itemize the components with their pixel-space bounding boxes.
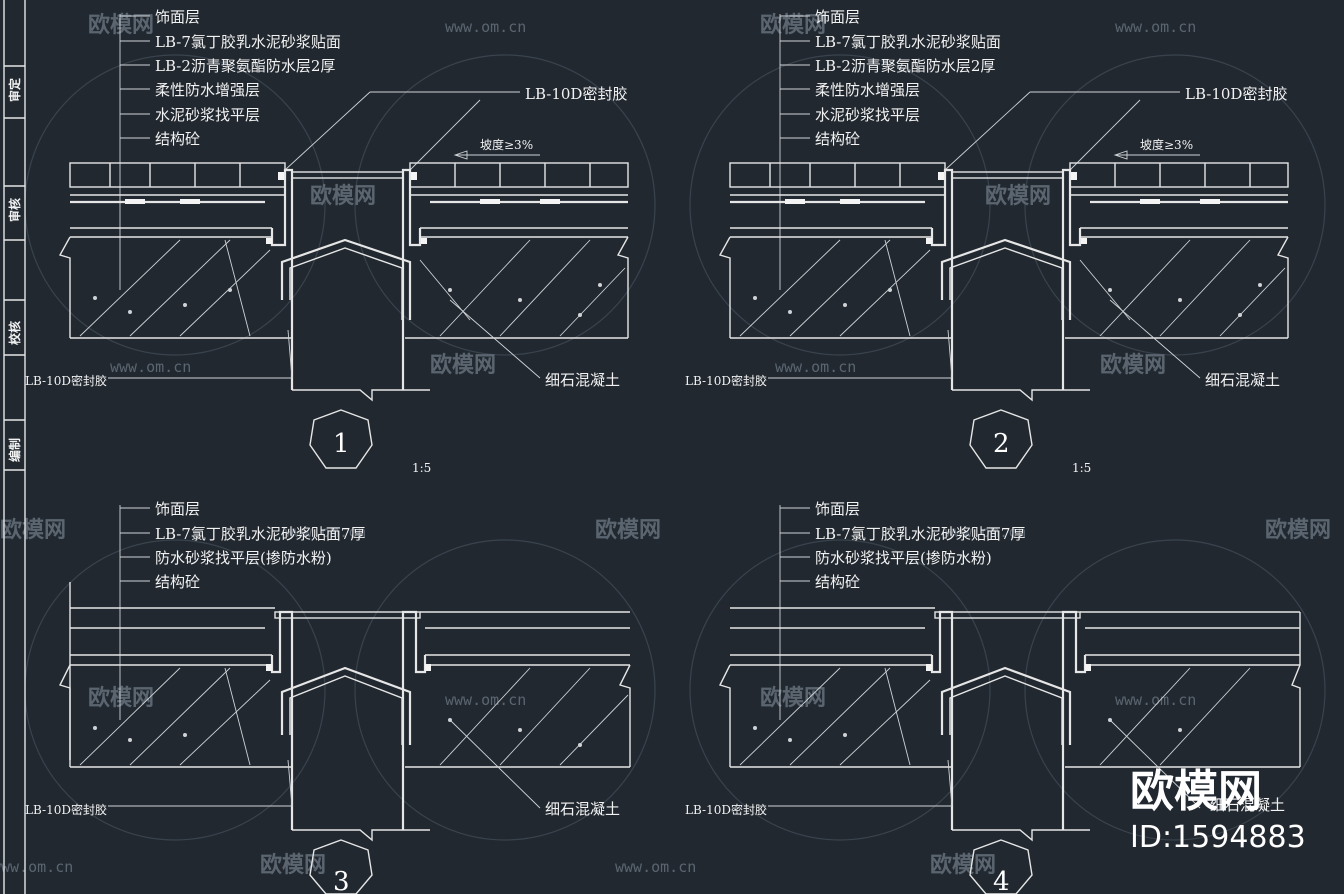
brand-name: 欧模网 <box>1130 766 1262 817</box>
watermark-brand: 欧模网 <box>0 517 66 543</box>
layer-label: 水泥砂浆找平层 <box>815 106 920 124</box>
detail-number: 2 <box>993 429 1010 459</box>
watermark-circles <box>24 54 1326 841</box>
watermark-url: www.om.cn <box>775 358 856 376</box>
concrete-label: 细石混凝土 <box>545 800 620 818</box>
stamp-review: 审核 <box>7 198 22 222</box>
watermark-url: www.om.cn <box>945 523 1026 541</box>
watermark-brand: 欧模网 <box>985 183 1051 209</box>
detail-1: 饰面层 LB-7氯丁胶乳水泥砂浆贴面 LB-2沥青聚氨酯防水层2厚 柔性防水增强… <box>25 8 629 475</box>
detail-3: 饰面层 LB-7氯丁胶乳水泥砂浆贴面7厚 防水砂浆找平层(掺防水粉) 结构砼 <box>25 500 631 894</box>
scale-label: 1:5 <box>1072 461 1091 475</box>
layer-label: LB-7氯丁胶乳水泥砂浆贴面7厚 <box>815 525 1025 543</box>
sealant-bottom-label: LB-10D密封胶 <box>25 373 107 388</box>
watermark-url: www.om.cn <box>0 858 73 876</box>
layer-label: 柔性防水增强层 <box>155 81 260 99</box>
layer-label: 柔性防水增强层 <box>815 81 920 99</box>
concrete-label: 细石混凝土 <box>545 371 620 389</box>
layer-label: 饰面层 <box>155 500 200 518</box>
watermark-url: www.om.cn <box>1115 691 1196 709</box>
layer-label: 防水砂浆找平层(掺防水粉) <box>815 549 992 567</box>
layer-label: 饰面层 <box>815 500 860 518</box>
layer-label: 结构砼 <box>155 573 200 591</box>
layer-label: 水泥砂浆找平层 <box>155 106 260 124</box>
detail-number: 4 <box>993 867 1010 894</box>
layer-label: 结构砼 <box>815 573 860 591</box>
watermark-brand: 欧模网 <box>930 852 996 878</box>
layer-label: 饰面层 <box>155 8 200 26</box>
concrete-label: 细石混凝土 <box>1205 371 1280 389</box>
layer-label: LB-2沥青聚氨酯防水层2厚 <box>815 57 995 75</box>
watermark-url: www.om.cn <box>445 18 526 36</box>
watermark-brand: 欧模网 <box>260 852 326 878</box>
watermark-brand: 欧模网 <box>595 517 661 543</box>
slope-label: 坡度≥3% <box>480 137 533 152</box>
sealant-top-label: LB-10D密封胶 <box>525 85 627 103</box>
watermark-brand: 欧模网 <box>88 685 154 711</box>
sealant-top-label: LB-10D密封胶 <box>1185 85 1287 103</box>
watermark-brand: 欧模网 <box>760 685 826 711</box>
watermark-url: www.om.cn <box>445 691 526 709</box>
watermark-url: www.om.cn <box>615 858 696 876</box>
stamp-approve: 审定 <box>7 78 22 102</box>
sealant-bottom-label: LB-10D密封胶 <box>25 802 107 817</box>
brand-id: ID:1594883 <box>1130 820 1306 855</box>
watermark-brand: 欧模网 <box>430 352 496 378</box>
layer-label: 防水砂浆找平层(掺防水粉) <box>155 549 332 567</box>
sealant-bottom-label: LB-10D密封胶 <box>685 802 767 817</box>
branding: 欧模网 ID:1594883 <box>1130 766 1306 855</box>
detail-4: 饰面层 LB-7氯丁胶乳水泥砂浆贴面7厚 防水砂浆找平层(掺防水粉) 结构砼 <box>685 500 1301 894</box>
stamp-check: 校核 <box>7 321 22 345</box>
slope-label: 坡度≥3% <box>1140 137 1193 152</box>
detail-number: 3 <box>333 867 350 894</box>
title-block-strip: 审定 审核 校核 编制 <box>3 0 26 894</box>
detail-2: 饰面层 LB-7氯丁胶乳水泥砂浆贴面 LB-2沥青聚氨酯防水层2厚 柔性防水增强… <box>685 8 1289 475</box>
detail-number: 1 <box>333 429 350 459</box>
watermark-brand: 欧模网 <box>310 183 376 209</box>
layer-label: 饰面层 <box>815 8 860 26</box>
watermark-url: www.om.cn <box>285 523 366 541</box>
layer-label: 结构砼 <box>815 130 860 148</box>
watermarks: 欧模网 www.om.cn 欧模网 www.om.cn 欧模网 欧模网 www.… <box>0 12 1331 878</box>
layer-label: LB-2沥青聚氨酯防水层2厚 <box>155 57 335 75</box>
concrete-label: 细石混凝土 <box>1210 796 1285 814</box>
scale-label: 1:5 <box>412 461 431 475</box>
watermark-brand: 欧模网 <box>1100 352 1166 378</box>
stamp-draw: 编制 <box>7 438 22 463</box>
watermark-url: www.om.cn <box>1115 18 1196 36</box>
sealant-bottom-label: LB-10D密封胶 <box>685 373 767 388</box>
watermark-brand: 欧模网 <box>1265 517 1331 543</box>
layer-label: LB-7氯丁胶乳水泥砂浆贴面7厚 <box>155 525 365 543</box>
layer-label: LB-7氯丁胶乳水泥砂浆贴面 <box>155 33 341 51</box>
watermark-url: www.om.cn <box>110 358 191 376</box>
layer-label: LB-7氯丁胶乳水泥砂浆贴面 <box>815 33 1001 51</box>
layer-label: 结构砼 <box>155 130 200 148</box>
